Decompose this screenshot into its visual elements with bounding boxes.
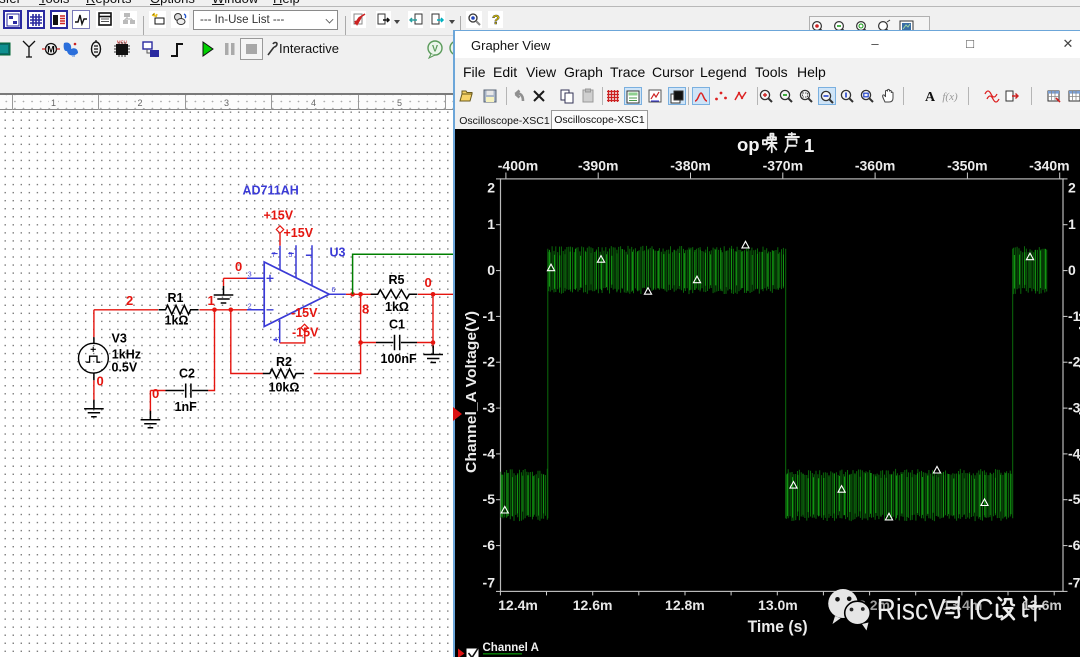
svg-text:-340m: -340m [1029, 158, 1069, 174]
svg-text:-7: -7 [1068, 575, 1080, 591]
svg-text:1: 1 [487, 216, 495, 232]
svg-text:7: 7 [272, 252, 276, 259]
svg-text:1kHz: 1kHz [112, 348, 141, 362]
svg-text:-350m: -350m [947, 158, 987, 174]
svg-text:-2: -2 [1068, 354, 1080, 370]
svg-text:1kΩ: 1kΩ [165, 314, 189, 328]
svg-text:IC: IC [968, 594, 993, 627]
svg-text:1kΩ: 1kΩ [385, 300, 409, 314]
svg-text:R1: R1 [168, 291, 184, 305]
svg-text:12.6m: 12.6m [573, 597, 613, 613]
svg-text:1: 1 [208, 293, 215, 308]
svg-text:-1: -1 [1068, 308, 1080, 324]
svg-text:-15V: -15V [292, 326, 319, 340]
svg-text:U3: U3 [330, 246, 346, 260]
svg-text:-390m: -390m [578, 158, 618, 174]
svg-text:100nF: 100nF [381, 352, 417, 366]
svg-text:C2: C2 [179, 367, 195, 381]
svg-text:-5: -5 [1068, 491, 1080, 507]
svg-text:-5: -5 [483, 491, 496, 507]
svg-text:+15V: +15V [284, 226, 314, 240]
svg-text:-1: -1 [483, 308, 496, 324]
svg-text:Channel_A Voltage(V): Channel_A Voltage(V) [463, 311, 480, 473]
svg-text:1: 1 [804, 135, 814, 156]
svg-text:0: 0 [425, 275, 432, 290]
svg-text:MCU: MCU [117, 40, 127, 45]
svg-text:-4: -4 [483, 445, 496, 461]
svg-text:1: 1 [1068, 216, 1076, 232]
svg-text:-15V: -15V [291, 306, 318, 320]
svg-text:AD711AH: AD711AH [243, 184, 299, 198]
svg-text:2: 2 [487, 180, 495, 196]
svg-text:-360m: -360m [855, 158, 895, 174]
svg-text:-370m: -370m [763, 158, 803, 174]
svg-text:R5: R5 [389, 273, 405, 287]
svg-text:R2: R2 [276, 355, 292, 369]
svg-text:0: 0 [487, 262, 495, 278]
svg-text:-3: -3 [1068, 400, 1080, 416]
svg-text:s: s [72, 53, 75, 59]
svg-text:8: 8 [362, 302, 369, 317]
svg-text:V3: V3 [112, 332, 127, 346]
svg-text:C1: C1 [389, 318, 405, 332]
svg-text:12.4m: 12.4m [498, 597, 538, 613]
svg-text:V: V [432, 44, 438, 54]
svg-text:-3: -3 [483, 400, 496, 416]
svg-text:Time (s): Time (s) [748, 618, 808, 636]
svg-text:5: 5 [289, 252, 293, 259]
svg-text:-6: -6 [1068, 537, 1080, 553]
svg-text:-2: -2 [483, 354, 496, 370]
svg-text:0: 0 [97, 374, 104, 389]
svg-text:f(x): f(x) [942, 91, 958, 103]
svg-text:13.0m: 13.0m [758, 597, 798, 613]
svg-text:3: 3 [248, 272, 252, 279]
svg-text:Channel A: Channel A [483, 642, 539, 654]
svg-text:A: A [925, 90, 936, 104]
svg-text:+15V: +15V [264, 209, 294, 223]
svg-text:0: 0 [152, 386, 159, 401]
svg-text:1nF: 1nF [175, 400, 198, 414]
svg-text:2: 2 [126, 293, 133, 308]
svg-text:12.8m: 12.8m [665, 597, 705, 613]
svg-text:Channel_A Voltage(V): Channel_A Voltage(V) [1077, 311, 1080, 473]
svg-text:10kΩ: 10kΩ [269, 381, 300, 395]
svg-text:0: 0 [235, 259, 242, 274]
svg-text:-380m: -380m [670, 158, 710, 174]
svg-text:-6: -6 [483, 537, 496, 553]
svg-text:4: 4 [274, 337, 278, 344]
svg-text:-400m: -400m [498, 158, 538, 174]
svg-text:-7: -7 [483, 575, 496, 591]
svg-text:0: 0 [1068, 262, 1076, 278]
svg-text:op: op [737, 134, 760, 155]
svg-text:-4: -4 [1068, 445, 1080, 461]
svg-text:0.5V: 0.5V [112, 361, 138, 375]
svg-text:6: 6 [332, 287, 336, 294]
svg-text:M: M [47, 45, 55, 55]
svg-text:RiscV: RiscV [877, 594, 946, 627]
svg-text:?: ? [492, 12, 500, 26]
svg-text:2: 2 [248, 304, 252, 311]
svg-text:2: 2 [1068, 180, 1076, 196]
